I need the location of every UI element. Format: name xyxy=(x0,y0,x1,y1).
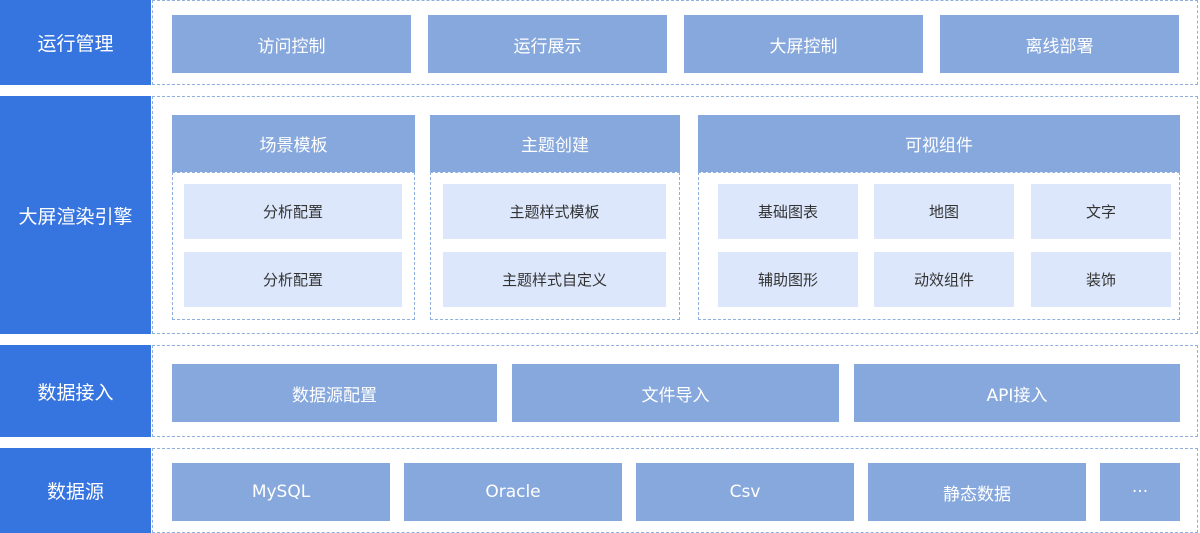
theme-item: 主题样式模板 xyxy=(443,184,666,239)
source-oracle: Oracle xyxy=(404,463,622,521)
source-more: ··· xyxy=(1100,463,1180,521)
component-item: 装饰 xyxy=(1031,252,1171,307)
source-csv: Csv xyxy=(636,463,854,521)
layer-label-ops: 运行管理 xyxy=(0,0,151,85)
scene-item: 分析配置 xyxy=(184,252,402,307)
ops-run-display: 运行展示 xyxy=(428,15,667,73)
access-file-import: 文件导入 xyxy=(512,364,839,422)
scene-item: 分析配置 xyxy=(184,184,402,239)
component-item: 动效组件 xyxy=(874,252,1014,307)
ops-offline-deploy: 离线部署 xyxy=(940,15,1179,73)
layer-label-engine: 大屏渲染引擎 xyxy=(0,96,151,334)
source-static-data: 静态数据 xyxy=(868,463,1086,521)
theme-item: 主题样式自定义 xyxy=(443,252,666,307)
access-datasource-config: 数据源配置 xyxy=(172,364,497,422)
layer-label-sources: 数据源 xyxy=(0,448,151,533)
layer-label-access: 数据接入 xyxy=(0,345,151,437)
group-title-scene-template: 场景模板 xyxy=(172,115,415,172)
component-item: 辅助图形 xyxy=(718,252,858,307)
group-title-theme-create: 主题创建 xyxy=(430,115,680,172)
component-item: 地图 xyxy=(874,184,1014,239)
component-item: 基础图表 xyxy=(718,184,858,239)
group-title-visual-components: 可视组件 xyxy=(698,115,1180,172)
ops-access-control: 访问控制 xyxy=(172,15,411,73)
source-mysql: MySQL xyxy=(172,463,390,521)
component-item: 文字 xyxy=(1031,184,1171,239)
access-api: API接入 xyxy=(854,364,1180,422)
ops-screen-control: 大屏控制 xyxy=(684,15,923,73)
